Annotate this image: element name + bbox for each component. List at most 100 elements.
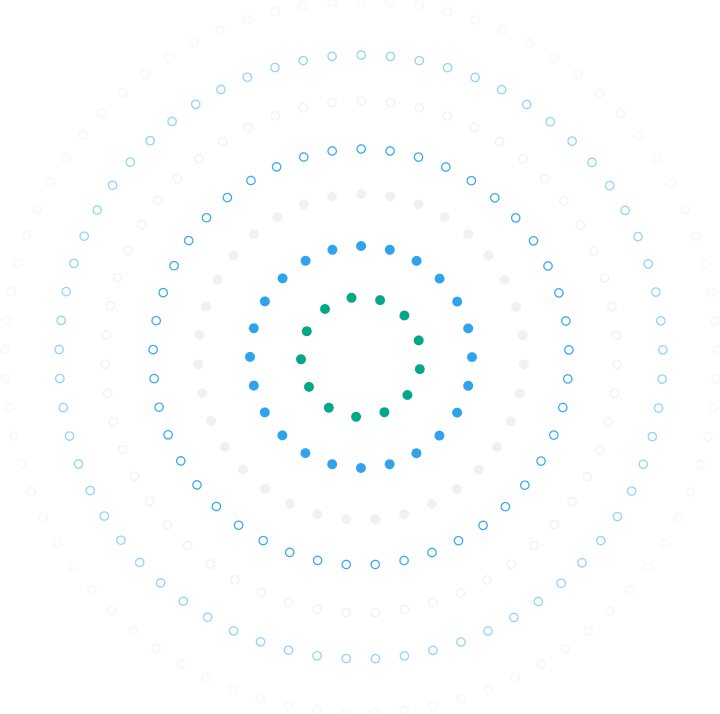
ring-dot	[452, 407, 463, 418]
ring-dot	[695, 459, 706, 470]
ring-dot	[481, 575, 492, 585]
ring-dot	[169, 260, 179, 271]
ring-dot	[564, 345, 574, 355]
ring-dot	[312, 650, 322, 661]
ring-dot	[64, 431, 75, 441]
ring-dot	[238, 464, 249, 475]
ring-dot	[277, 430, 288, 441]
ring-dot	[97, 108, 107, 118]
ring-dot	[283, 597, 294, 608]
ring-dot	[594, 88, 605, 98]
ring-dot	[517, 330, 528, 341]
ring-dot	[258, 535, 269, 546]
ring-dot	[298, 152, 309, 162]
ring-dot	[245, 351, 255, 362]
ring-dot	[442, 111, 453, 121]
ring-dot	[399, 604, 410, 615]
ring-dot	[572, 69, 583, 80]
ring-dot	[384, 244, 395, 255]
ring-dot	[2, 315, 12, 326]
ring-dot	[399, 509, 410, 520]
ring-dot	[298, 199, 309, 210]
ring-dot	[706, 287, 716, 298]
ring-dot	[703, 431, 713, 442]
ring-dot	[680, 204, 690, 215]
ring-dot	[272, 212, 283, 222]
ring-dot	[26, 486, 37, 497]
ring-dot	[283, 645, 294, 656]
ring-dot	[194, 330, 205, 340]
ring-dot	[402, 390, 413, 400]
ring-dot	[149, 373, 159, 384]
ring-dot	[105, 301, 115, 311]
ring-dot	[148, 344, 158, 355]
ring-dot	[545, 116, 556, 127]
ring-dot	[175, 456, 186, 466]
ring-dot	[193, 359, 204, 370]
ring-dot	[201, 672, 212, 683]
ring-dot	[107, 180, 118, 191]
ring-dot	[270, 62, 280, 73]
ring-dot	[560, 643, 571, 654]
ring-dot	[609, 388, 620, 399]
ring-dot	[100, 359, 110, 369]
ring-dot	[137, 219, 147, 230]
ring-dot	[483, 684, 494, 695]
ring-dot	[561, 316, 571, 326]
ring-dot	[192, 480, 202, 490]
ring-dot	[255, 636, 266, 647]
ring-dot	[298, 55, 309, 66]
ring-dot	[211, 501, 222, 512]
ring-dot	[483, 626, 493, 636]
ring-dot	[270, 6, 280, 17]
ring-dot	[543, 261, 553, 271]
ring-dot	[577, 557, 587, 568]
ring-dot	[473, 464, 484, 475]
ring-dot	[228, 684, 238, 695]
ring-dot	[638, 459, 649, 470]
ring-dot	[399, 705, 410, 714]
ring-dot	[647, 431, 658, 442]
ring-dot	[375, 295, 386, 306]
ring-dot	[626, 486, 637, 496]
ring-dot	[222, 192, 233, 203]
ring-dot	[172, 173, 183, 184]
ring-dot	[327, 97, 337, 108]
ring-dot	[123, 245, 134, 256]
ring-dot	[434, 430, 445, 441]
ring-dot	[370, 607, 381, 618]
ring-dot	[190, 99, 201, 110]
ring-dot	[145, 135, 156, 146]
ring-dot	[514, 388, 525, 399]
ring-dot	[549, 519, 560, 530]
ring-dot	[16, 459, 27, 469]
ring-dot	[483, 250, 494, 261]
ring-dot	[217, 136, 228, 147]
ring-dot	[356, 189, 367, 199]
ring-dot	[536, 456, 546, 466]
ring-dot	[455, 588, 466, 598]
ring-dot	[108, 417, 119, 427]
ring-dot	[466, 175, 477, 186]
ring-dot	[685, 486, 696, 497]
ring-dot	[12, 258, 23, 269]
ring-dot	[505, 416, 516, 427]
ring-dot	[32, 204, 43, 214]
ring-dot	[594, 445, 605, 455]
ring-dot	[300, 448, 311, 459]
ring-dot	[154, 402, 164, 413]
ring-dot	[163, 52, 174, 63]
ring-dot	[399, 555, 409, 566]
ring-dot	[341, 607, 352, 618]
ring-dot	[270, 110, 281, 121]
ring-dot	[92, 205, 103, 215]
ring-dot	[202, 612, 213, 623]
ring-dot	[255, 693, 266, 704]
ring-dot	[440, 162, 451, 172]
ring-dot	[427, 700, 438, 711]
ring-dot	[341, 559, 352, 570]
ring-dot	[298, 0, 309, 11]
ring-dot	[327, 0, 338, 8]
ring-dot	[655, 315, 666, 326]
